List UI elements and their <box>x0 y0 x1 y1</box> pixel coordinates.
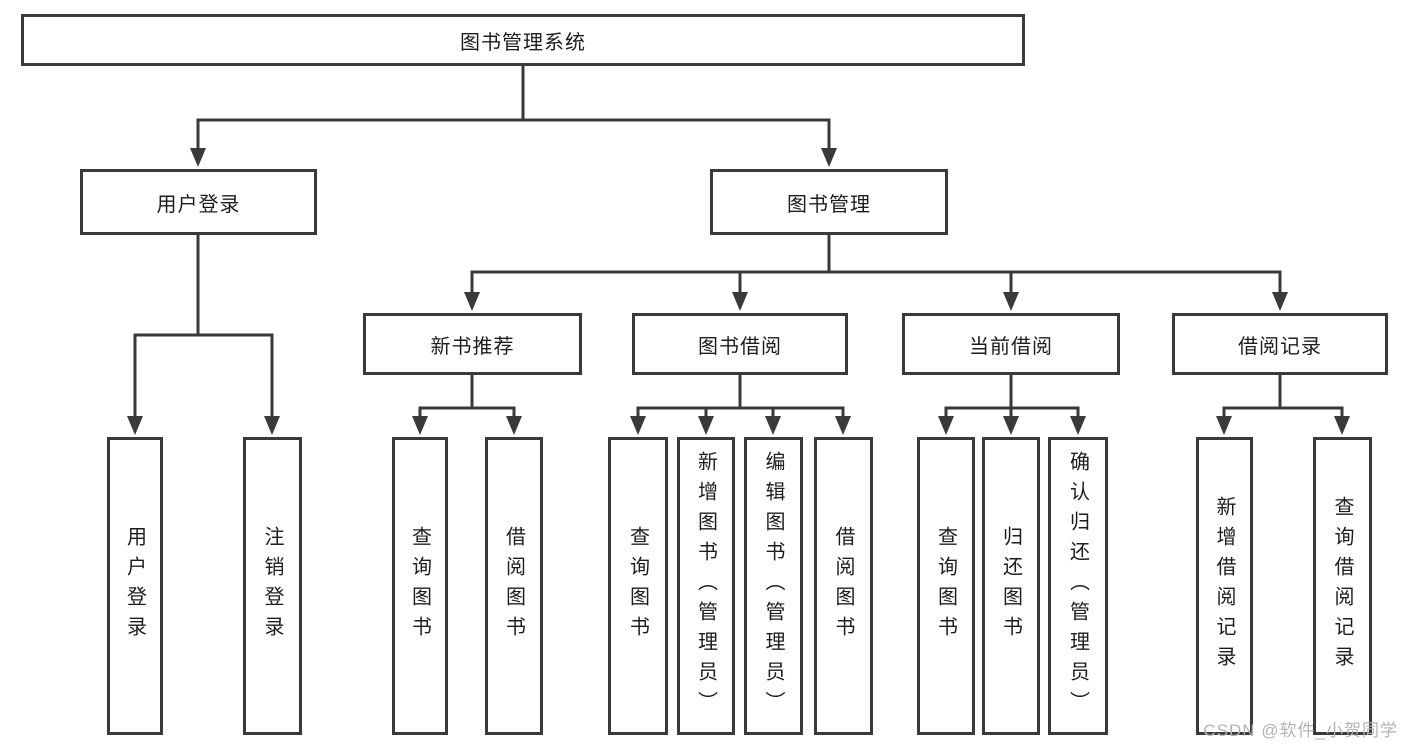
node-new-book-recommendation: 新书推荐 <box>363 313 582 375</box>
leaf-confirm-return-admin: 确认归还（管理员） <box>1048 437 1108 735</box>
node-current-borrowing: 当前借阅 <box>902 313 1120 375</box>
node-borrowing-records: 借阅记录 <box>1172 313 1388 375</box>
node-book-management: 图书管理 <box>710 169 948 235</box>
leaf-add-books-admin: 新增图书（管理员） <box>677 437 735 735</box>
leaf-logout: 注销登录 <box>243 437 302 735</box>
node-library-management-system: 图书管理系统 <box>21 14 1025 66</box>
leaf-borrow-books-recommend: 借阅图书 <box>485 437 543 735</box>
leaf-query-borrow-record: 查询借阅记录 <box>1313 437 1372 735</box>
leaf-return-books: 归还图书 <box>982 437 1040 735</box>
csdn-watermark: CSDN @软件_小贺同学 <box>1203 721 1398 740</box>
leaf-query-books-borrowing: 查询图书 <box>608 437 668 735</box>
node-book-borrowing: 图书借阅 <box>632 313 848 375</box>
leaf-query-books-current: 查询图书 <box>917 437 975 735</box>
leaf-add-borrow-record: 新增借阅记录 <box>1196 437 1253 735</box>
leaf-query-books-recommend: 查询图书 <box>392 437 448 735</box>
node-user-login: 用户登录 <box>80 169 317 235</box>
leaf-borrow-books-borrowing: 借阅图书 <box>814 437 873 735</box>
leaf-edit-books-admin: 编辑图书（管理员） <box>744 437 803 735</box>
leaf-user-login: 用户登录 <box>107 437 163 735</box>
